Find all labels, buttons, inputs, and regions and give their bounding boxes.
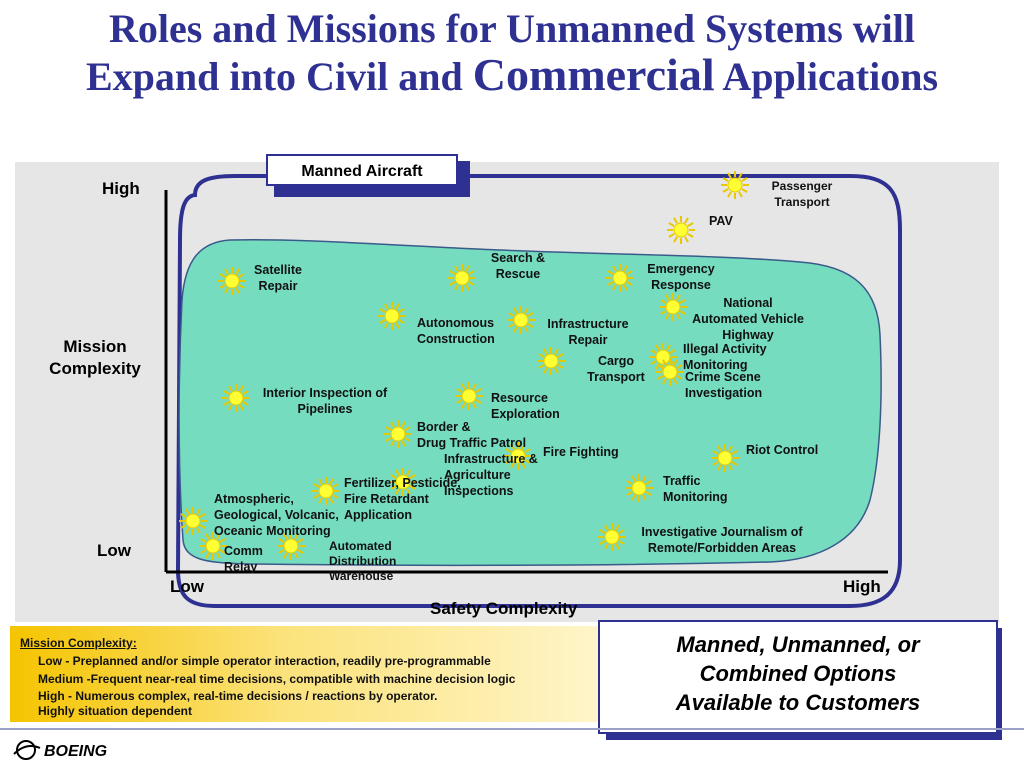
footer-divider xyxy=(0,728,1024,730)
sun-icon-border-drug-traffic-patrol xyxy=(384,420,412,448)
y-axis-high-label: High xyxy=(102,179,140,198)
sun-icon-resource-exploration xyxy=(455,382,483,410)
title-line-1: Roles and Missions for Unmanned Systems … xyxy=(108,6,916,51)
sun-icon-pav xyxy=(667,216,695,244)
y-axis-low-label: Low xyxy=(97,541,131,560)
sun-icon-comm-relay xyxy=(199,532,227,560)
title-text: Applications xyxy=(714,54,939,99)
page-title: Roles and Missions for Unmanned Systems … xyxy=(0,6,1024,100)
sun-icon-riot-control xyxy=(711,444,739,472)
sun-icon-automated-distribution-warehouse xyxy=(277,532,305,560)
callout-line: Combined Options xyxy=(699,661,897,686)
sun-icon-atmospheric-monitoring xyxy=(179,507,207,535)
label-atmospheric-monitoring: Atmospheric,Geological, Volcanic,Oceanic… xyxy=(214,492,339,538)
manned-aircraft-label: Manned Aircraft xyxy=(266,154,458,186)
manned-region xyxy=(175,174,902,608)
legend-medium: Medium -Frequent near-real time decision… xyxy=(38,672,516,686)
logo-wordmark: BOEING xyxy=(44,743,107,760)
label-fire-fighting: Fire Fighting xyxy=(543,445,619,459)
label-border-drug-traffic-patrol: Border &Drug Traffic Patrol xyxy=(417,420,527,450)
label-pav: PAV xyxy=(709,214,733,228)
sun-icon-infrastructure-repair xyxy=(507,306,535,334)
label-riot-control: Riot Control xyxy=(746,443,819,457)
legend-heading: Mission Complexity: xyxy=(20,636,137,650)
callout-line: Available to Customers xyxy=(675,690,921,715)
x-axis-high-label: High xyxy=(843,577,881,596)
sun-icon-traffic-monitoring xyxy=(625,474,653,502)
sun-icon-interior-inspection-pipelines xyxy=(222,384,250,412)
sun-icon-fertilizer-pesticide xyxy=(389,468,417,496)
title-line-2: Expand into Civil and Commercial Applica… xyxy=(0,52,1024,100)
sun-icon-crime-scene-investigation xyxy=(656,358,684,386)
sun-icon-emergency-response xyxy=(606,264,634,292)
sun-icon-search-rescue xyxy=(448,264,476,292)
sun-icon-fire-fighting xyxy=(504,442,532,470)
title-emphasis: Commercial xyxy=(472,49,715,100)
legend-low: Low - Preplanned and/or simple operator … xyxy=(38,654,491,668)
mission-complexity-legend: Mission Complexity: Low - Preplanned and… xyxy=(10,626,610,722)
callout-line: Manned, Unmanned, or xyxy=(676,632,920,657)
unmanned-region xyxy=(178,238,882,567)
options-callout: Manned, Unmanned, or Combined Options Av… xyxy=(598,620,998,734)
y-axis-title: Mission Complexity xyxy=(30,336,160,380)
sun-icon-investigative-journalism xyxy=(598,523,626,551)
sun-icon-illegal-activity-monitoring xyxy=(649,343,677,371)
label-search-rescue: Search &Rescue xyxy=(490,251,546,281)
mission-markers xyxy=(179,171,749,560)
y-axis-title-line: Complexity xyxy=(49,359,141,378)
sun-icon-passenger-transport xyxy=(721,171,749,199)
boeing-logo: BOEING xyxy=(13,740,107,760)
x-axis-title: Safety Complexity xyxy=(430,599,578,618)
y-axis-title-line: Mission xyxy=(63,337,127,356)
sun-icon-national-automated-vehicle-highway xyxy=(659,293,687,321)
sun-icon-fertilizer-application xyxy=(312,477,340,505)
sun-icon-autonomous-construction xyxy=(378,302,406,330)
sun-icon-satellite-repair xyxy=(218,267,246,295)
legend-high: High - Numerous complex, real-time decis… xyxy=(38,689,438,703)
title-text: Expand into Civil and xyxy=(85,54,473,99)
x-axis-low-label: Low xyxy=(170,577,204,596)
legend-high-detail: Highly situation dependent xyxy=(38,704,193,718)
sun-icon-cargo-transport xyxy=(537,347,565,375)
